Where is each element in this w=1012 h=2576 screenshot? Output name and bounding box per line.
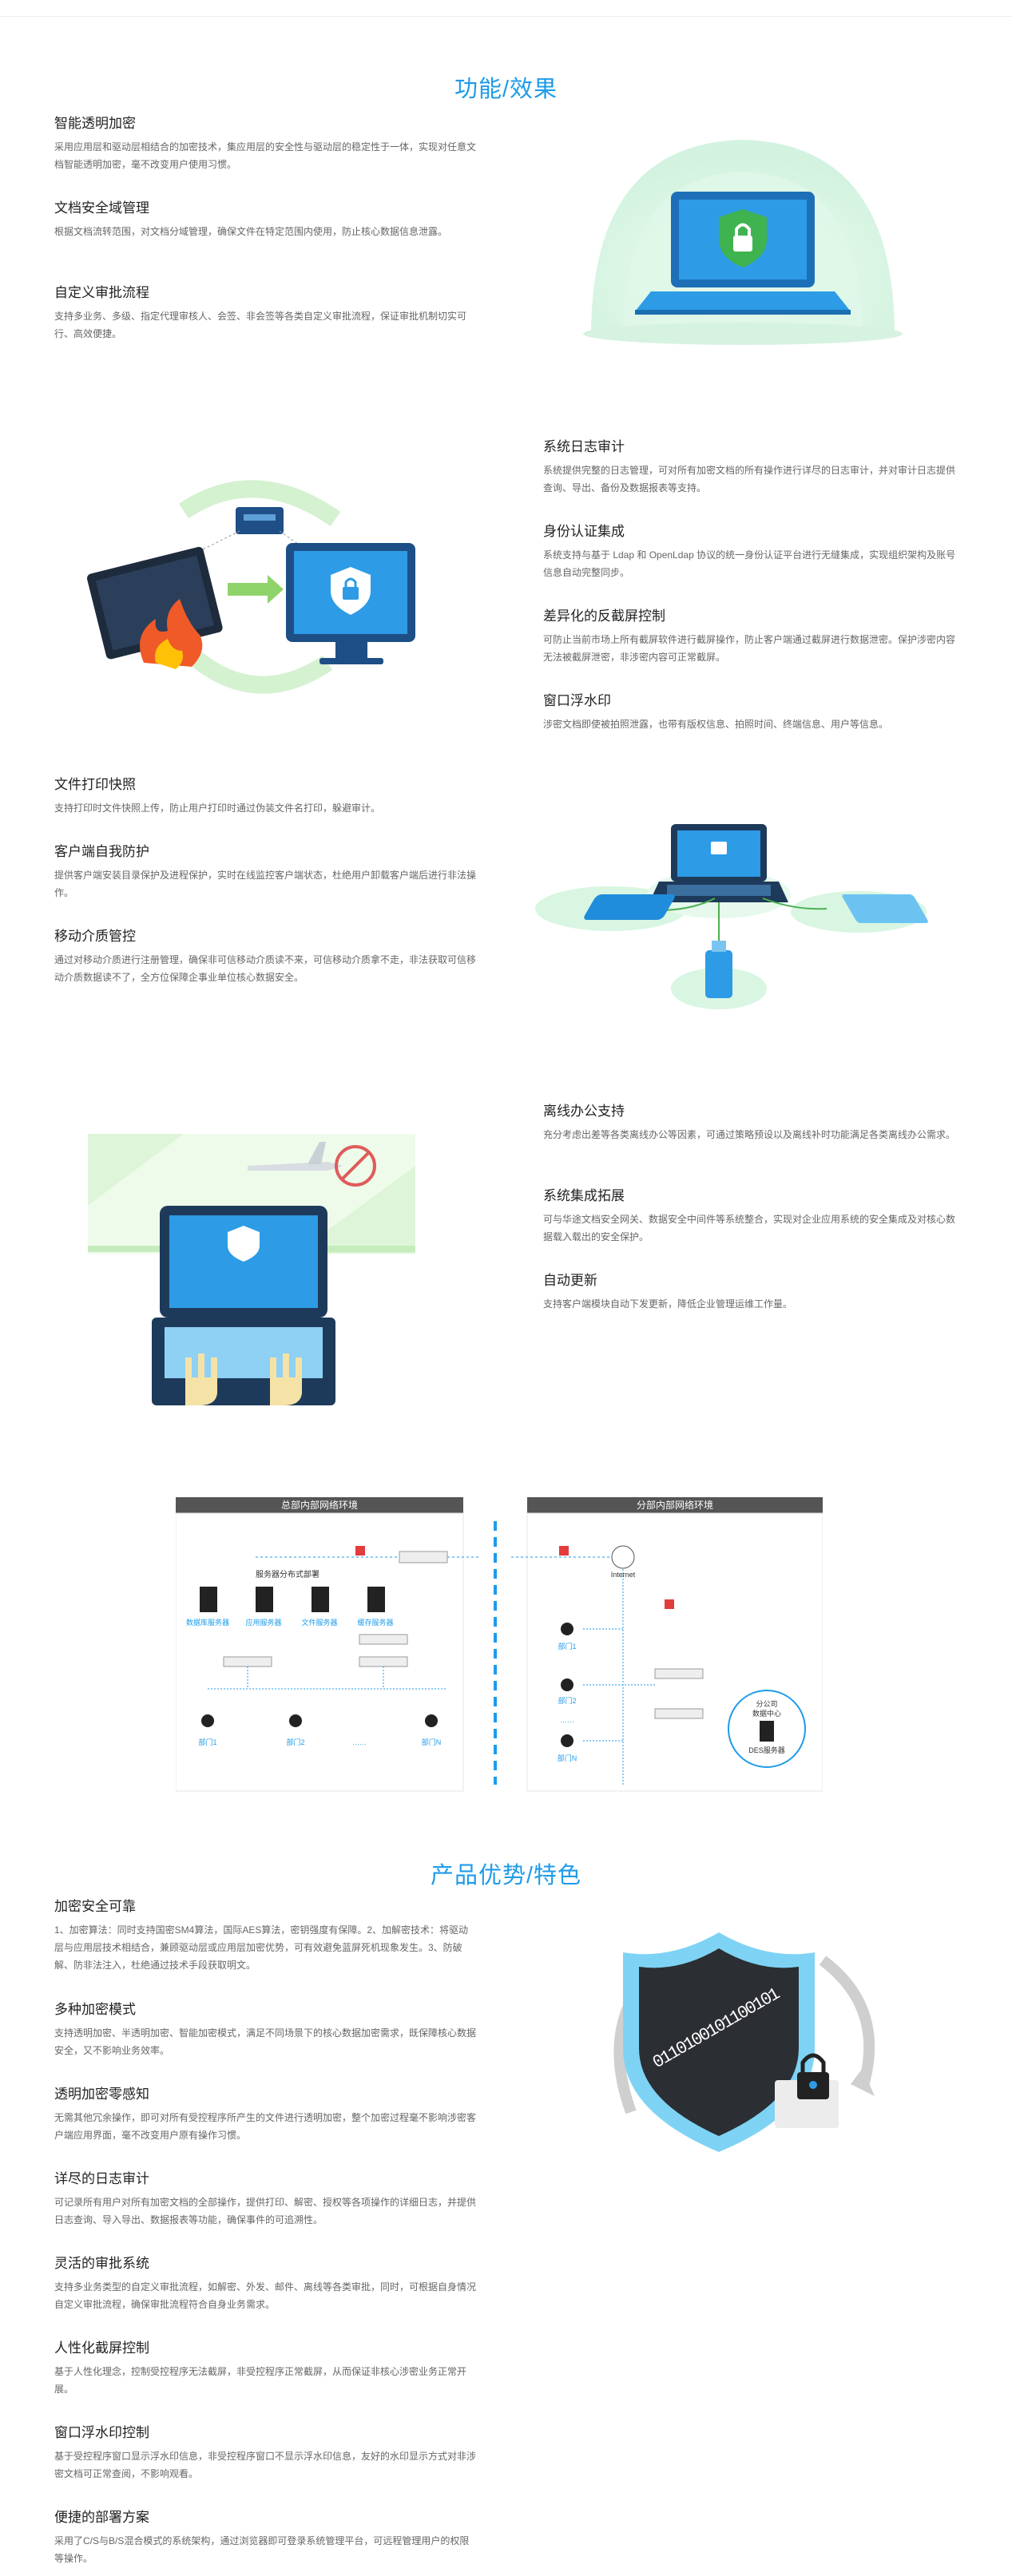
server-label: 数据库服务器 xyxy=(186,1618,229,1627)
offline-laptop-illustration xyxy=(88,1118,423,1413)
advantage-watermark-control: 窗口浮水印控制 基于受控程序窗口显示浮水印信息，非受控程序窗口不显示浮水印信息，… xyxy=(54,2421,478,2483)
feature-title: 差异化的反截屏控制 xyxy=(543,608,665,624)
advantage-title: 灵活的审批系统 xyxy=(54,2256,149,2271)
internet-label: Internet xyxy=(611,1571,636,1579)
advantage-desc: 基于受控程序窗口显示浮水印信息，非受控程序窗口不显示浮水印信息，友好的水印显示方… xyxy=(54,2451,477,2479)
section-title-advantages: 产品优势/特色 xyxy=(430,1863,582,1888)
feature-title: 身份认证集成 xyxy=(543,524,625,539)
left-panel-header xyxy=(176,1497,463,1513)
feature-desc: 提供客户端安装目录保护及进程保护，实时在线监控客户端状态，杜绝用户卸载客户端后进… xyxy=(54,870,477,898)
advantage-title: 多种加密模式 xyxy=(54,2002,136,2017)
advantage-desc: 支持多业务类型的自定义审批流程，如解密、外发、邮件、离线等各类审批，同时，可根据… xyxy=(54,2281,477,2310)
server-label: 缓存服务器 xyxy=(357,1618,393,1627)
dept-label: …… xyxy=(560,1716,574,1724)
dept-label: 部门2 xyxy=(558,1696,576,1705)
advantage-title: 详尽的日志审计 xyxy=(54,2171,149,2186)
advantage-title: 人性化截屏控制 xyxy=(54,2340,149,2356)
feature-title: 客户端自我防护 xyxy=(54,844,149,859)
top-divider xyxy=(0,16,1012,17)
feature-title: 自动更新 xyxy=(543,1273,597,1288)
feature-client-self-protection: 客户端自我防护 提供客户端安装目录保护及进程保护，实时在线监控客户端状态，杜绝用… xyxy=(54,840,478,902)
advantage-desc: 基于人性化理念，控制受控程序无法截屏，非受控程序正常截屏，从而保证非核心涉密业务… xyxy=(54,2366,467,2395)
dept-user-icons xyxy=(201,1623,573,1747)
server-label: 文件服务器 xyxy=(301,1618,337,1627)
feature-security-domain: 文档安全域管理 根据文档流转范围，对文档分域管理，确保文件在特定范围内使用，防止… xyxy=(54,196,478,240)
feature-desc: 采用应用层和驱动层相结合的加密技术，集应用层的安全性与驱动层的稳定性于一体，实现… xyxy=(54,141,477,170)
feature-desc: 涉密文档即使被拍照泄露，也带有版权信息、拍照时间、终端信息、用户等信息。 xyxy=(543,719,889,730)
left-panel-title: 总部内部网络环境 xyxy=(281,1499,358,1511)
dept-label: 部门2 xyxy=(286,1738,304,1746)
advantage-secure-reliable: 加密安全可靠 1、加密算法：同时支持国密SM4算法，国际AES算法，密钥强度有保… xyxy=(54,1895,478,1974)
feature-title: 文档安全域管理 xyxy=(54,200,149,216)
feature-title: 窗口浮水印 xyxy=(543,693,611,708)
server-label: 应用服务器 xyxy=(245,1618,281,1627)
dept-label: 部门N xyxy=(558,1754,577,1762)
advantage-desc: 采用了C/S与B/S混合模式的系统架构，通过浏览器即可登录系统管理平台，可远程管… xyxy=(54,2535,470,2564)
feature-identity-auth: 身份认证集成 系统支持与基于 Ldap 和 OpenLdap 协议的统一身份认证… xyxy=(543,520,958,581)
advantage-desc: 支持透明加密、半透明加密、智能加密模式，满足不同场景下的核心数据加密需求，既保障… xyxy=(54,2027,477,2056)
feature-offline-office: 离线办公支持 充分考虑出差等各类离线办公等因素，可通过策略预设以及离线补时功能满… xyxy=(543,1100,958,1143)
feature-desc: 系统支持与基于 Ldap 和 OpenLdap 协议的统一身份认证平台进行无缝集… xyxy=(543,549,956,578)
feature-title: 文件打印快照 xyxy=(54,777,136,792)
feature-window-watermark: 窗口浮水印 涉密文档即使被拍照泄露，也带有版权信息、拍照时间、终端信息、用户等信… xyxy=(543,689,958,733)
section-title-functions: 功能/效果 xyxy=(454,77,558,102)
feature-desc: 系统提供完整的日志管理，可对所有加密文档的所有操作进行详尽的日志审计，并对审计日… xyxy=(543,465,956,493)
firewall-lock-icon xyxy=(559,1546,569,1556)
feature-custom-approval: 自定义审批流程 支持多业务、多级、指定代理审核人、会签、非会签等各类自定义审批流… xyxy=(54,281,478,343)
branch-center-label: 数据中心 xyxy=(752,1709,781,1718)
feature-log-audit: 系统日志审计 系统提供完整的日志管理，可对所有加密文档的所有操作进行详尽的日志审… xyxy=(543,435,958,497)
feature-desc: 支持多业务、多级、指定代理审核人、会签、非会签等各类自定义审批流程，保证审批机制… xyxy=(54,311,467,339)
feature-desc: 根据文档流转范围，对文档分域管理，确保文件在特定范围内使用，防止核心数据信息泄露… xyxy=(54,226,448,237)
advantage-multi-mode: 多种加密模式 支持透明加密、半透明加密、智能加密模式，满足不同场景下的核心数据加… xyxy=(54,1998,478,2059)
feature-system-integration: 系统集成拓展 可与华途文档安全网关、数据安全中间件等系统整合，实现对企业应用系统… xyxy=(543,1184,958,1246)
feature-desc: 支持客户端模块自动下发更新，降低企业管理运维工作量。 xyxy=(543,1298,793,1310)
advantage-title: 加密安全可靠 xyxy=(54,1899,136,1914)
advantage-log-audit: 详尽的日志审计 可记录所有用户对所有加密文档的全部操作，提供打印、解密、授权等各… xyxy=(54,2167,478,2229)
feature-desc: 充分考虑出差等各类离线办公等因素，可通过策略预设以及离线补时功能满足各类离线办公… xyxy=(543,1129,956,1140)
feature-desc: 通过对移动介质进行注册管理，确保非可信移动介质读不来，可信移动介质拿不走，非法获… xyxy=(54,954,477,983)
advantage-title: 透明加密零感知 xyxy=(54,2087,149,2102)
advantage-desc: 无需其他冗余操作，即可对所有受控程序所产生的文件进行透明加密，整个加密过程毫不影… xyxy=(54,2112,477,2141)
network-topology-diagram: 总部内部网络环境 分部内部网络环境 Internet 服务器分布式部署 数据库服… xyxy=(176,1497,823,1793)
right-panel-header xyxy=(527,1497,823,1513)
server-group-label: 服务器分布式部署 xyxy=(256,1569,319,1579)
dept-label: 部门1 xyxy=(198,1738,216,1746)
feature-transparent-encryption: 智能透明加密 采用应用层和驱动层相结合的加密技术，集应用层的安全性与驱动层的稳定… xyxy=(54,112,478,173)
feature-title: 离线办公支持 xyxy=(543,1104,625,1119)
feature-anti-screenshot: 差异化的反截屏控制 可防止当前市场上所有截屏软件进行截屏操作，防止客户端通过截屏… xyxy=(543,604,958,666)
advantage-desc: 可记录所有用户对所有加密文档的全部操作，提供打印、解密、授权等各项操作的详细日志… xyxy=(54,2197,477,2225)
feature-title: 系统集成拓展 xyxy=(543,1188,625,1203)
data-transfer-illustration xyxy=(80,463,431,703)
feature-title: 系统日志审计 xyxy=(543,439,625,454)
laptop-shield-illustration xyxy=(575,120,911,351)
advantage-title: 窗口浮水印控制 xyxy=(54,2425,149,2440)
advantage-title: 便捷的部署方案 xyxy=(54,2510,149,2525)
feature-desc: 可防止当前市场上所有截屏软件进行截屏操作，防止客户端通过截屏进行数据泄密。保护涉… xyxy=(543,634,956,663)
advantage-desc: 1、加密算法：同时支持国密SM4算法，国际AES算法，密钥强度有保障。2、加解密… xyxy=(54,1924,469,1971)
feature-desc: 支持打印时文件快照上传，防止用户打印时通过伪装文件名打印，躲避审计。 xyxy=(54,803,381,814)
advantage-deployment: 便捷的部署方案 采用了C/S与B/S混合模式的系统架构，通过浏览器即可登录系统管… xyxy=(54,2506,478,2567)
advantage-zero-awareness: 透明加密零感知 无需其他冗余操作，即可对所有受控程序所产生的文件进行透明加密，整… xyxy=(54,2083,478,2144)
firewall-lock-icon xyxy=(355,1546,365,1556)
feature-removable-media: 移动介质管控 通过对移动介质进行注册管理，确保非可信移动介质读不来，可信移动介质… xyxy=(54,925,478,986)
feature-title: 智能透明加密 xyxy=(54,116,136,131)
feature-title: 自定义审批流程 xyxy=(54,285,149,300)
dept-label: 部门N xyxy=(422,1738,442,1746)
shield-lock-illustration: 0 1 1 0 1 0 0 1 0 1 1 0 0 1 0 1 xyxy=(583,1912,903,2168)
branch-center-label: 分公司 xyxy=(756,1700,777,1708)
feature-desc: 可与华途文档安全网关、数据安全中间件等系统整合，实现对企业应用系统的安全集成及对… xyxy=(543,1214,956,1242)
devices-illustration xyxy=(531,814,931,1014)
dept-label: …… xyxy=(352,1738,367,1746)
feature-auto-update: 自动更新 支持客户端模块自动下发更新，降低企业管理运维工作量。 xyxy=(543,1269,958,1313)
globe-icon xyxy=(611,1545,635,1569)
firewall-lock-icon xyxy=(665,1599,674,1609)
des-server-label: DES服务器 xyxy=(748,1746,785,1754)
advantage-approval-system: 灵活的审批系统 支持多业务类型的自定义审批流程，如解密、外发、邮件、离线等各类审… xyxy=(54,2252,478,2313)
feature-title: 移动介质管控 xyxy=(54,929,136,944)
dept-label: 部门1 xyxy=(558,1642,576,1651)
server-nodes xyxy=(200,1587,385,1612)
right-panel-title: 分部内部网络环境 xyxy=(637,1499,713,1511)
feature-print-snapshot: 文件打印快照 支持打印时文件快照上传，防止用户打印时通过伪装文件名打印，躲避审计… xyxy=(54,773,478,817)
advantage-screenshot-control: 人性化截屏控制 基于人性化理念，控制受控程序无法截屏，非受控程序正常截屏，从而保… xyxy=(54,2336,478,2398)
